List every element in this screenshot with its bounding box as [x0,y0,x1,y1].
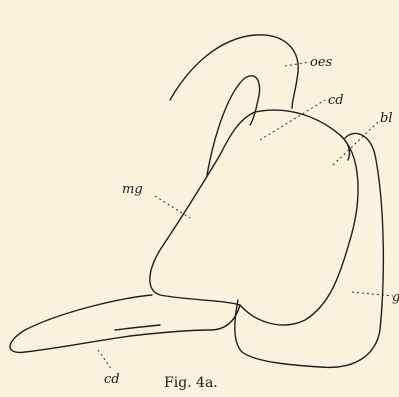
leader-mg [155,196,190,218]
label-oes: oes [310,55,333,70]
leader-g [352,292,393,296]
figure-caption: Fig. 4a. [164,375,218,391]
label-cd-top: cd [328,93,344,108]
label-cd-bottom: cd [104,372,120,387]
caecum-tube [10,295,240,352]
label-bl: bl [380,111,392,126]
oesophagus [170,35,298,175]
label-mg: mg [122,182,143,197]
gizzard-outline [235,133,384,367]
label-g: g [392,290,399,305]
leader-cd-bottom [98,350,112,370]
midgut-body [150,110,358,325]
